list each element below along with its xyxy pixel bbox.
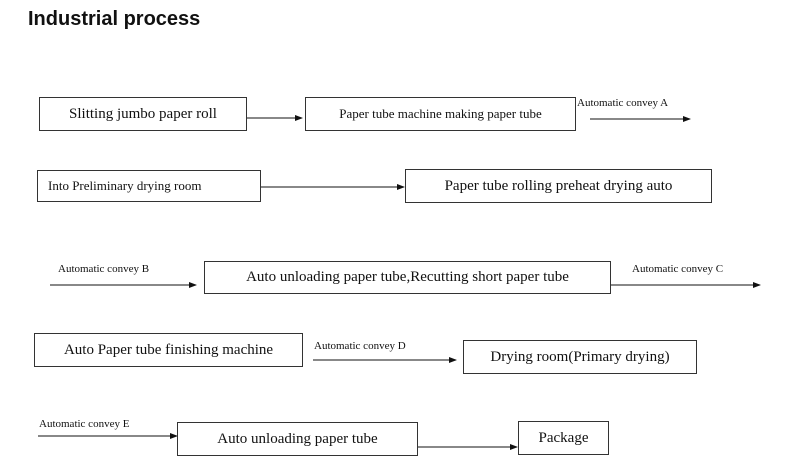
label-convey-b: Automatic convey B — [58, 263, 150, 275]
box-unload: Auto unloading paper tube — [177, 422, 418, 456]
box-slitting: Slitting jumbo paper roll — [39, 97, 247, 131]
box-finishing: Auto Paper tube finishing machine — [34, 333, 303, 367]
label-convey-c: Automatic convey C — [632, 263, 724, 275]
box-unload-recut: Auto unloading paper tube,Recutting shor… — [204, 261, 611, 294]
label-convey-d: Automatic convey D — [314, 340, 406, 352]
label-convey-e: Automatic convey E — [39, 418, 130, 430]
box-tube-machine: Paper tube machine making paper tube — [305, 97, 576, 131]
label-convey-a: Automatic convey A — [577, 97, 669, 109]
page-title: Industrial process — [28, 8, 201, 30]
box-prelim-drying: Into Preliminary drying room — [37, 170, 261, 202]
box-preheat: Paper tube rolling preheat drying auto — [405, 169, 712, 203]
box-drying-room: Drying room(Primary drying) — [463, 340, 697, 374]
box-package: Package — [518, 421, 609, 455]
